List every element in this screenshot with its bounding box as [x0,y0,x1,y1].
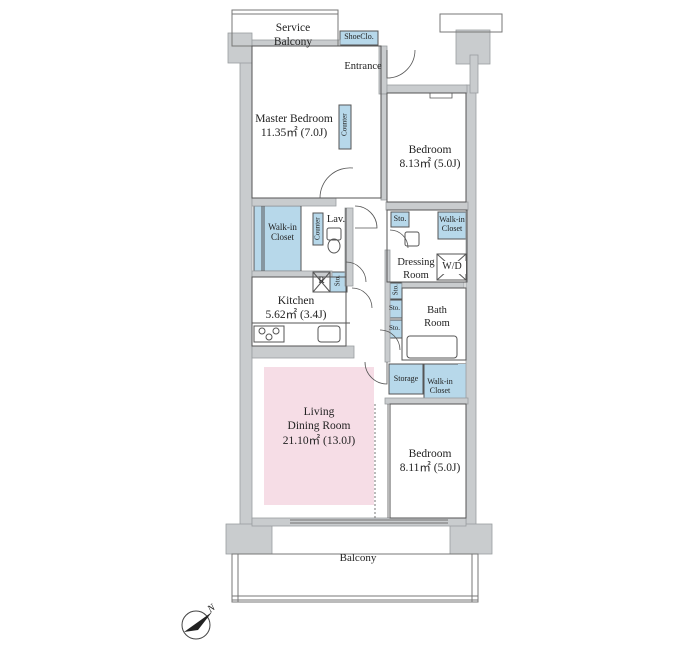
entrance-label: Entrance [344,61,382,72]
storage-mid-area [388,363,424,395]
walkin-left-line1: Walk-in [268,222,297,232]
storage-small-3-label: Sto. [388,324,401,332]
storage-kitchen-label: Sto. [333,275,342,287]
master-bedroom-name: Master Bedroom [255,113,333,125]
walkin-lower-line2: Closet [429,385,451,395]
walkin-left-line2: Closet [270,231,294,242]
walkin-left-label: Walk-in Closet [264,222,301,243]
walkin-lower-strip [458,364,467,404]
refrigerator-label: R [318,275,325,285]
walkin-upper-right-line1: Walk-in [439,215,465,224]
master-bedroom-area: 11.35㎡ (7.0J) [260,127,328,140]
bedroom-1-label: Bedroom 8.13㎡ (5.0J) [388,143,472,172]
living-line1: Living [303,406,335,418]
bath-room-line2: Room [424,318,450,330]
bath-room-label: Bath Room [417,304,457,330]
storage-small-1-label: Sto. [391,284,400,296]
bedroom-1-name: Bedroom [408,144,452,156]
living-line2: Dining Room [287,420,351,433]
washer-dryer-label: W/D [438,261,466,274]
service-balcony-line2: Balcony [273,36,313,49]
master-bedroom-label: Master Bedroom 11.35㎡ (7.0J) [246,112,342,141]
balcony-label: Balcony [339,552,377,564]
walkin-lower-line1: Walk-in [427,377,453,386]
counter-label: Counter [340,113,349,136]
walkin-lower-label: Walk-in Closet [424,377,456,396]
bedroom-2-name: Bedroom [408,448,452,460]
walkin-upper-right-label: Walk-in Closet [436,215,468,234]
storage-upper-label: Sto. [393,214,407,223]
bedroom-2-label: Bedroom 8.11㎡ (5.0J) [390,447,470,476]
storage-upper-area [390,211,410,228]
counter-area [338,104,352,150]
balcony-outlines [231,9,503,603]
living-room-area [264,367,374,505]
dressing-room-line2: Room [403,270,429,282]
lavatory-label: Lav. [326,214,346,225]
counter-small-label: Counter [313,217,322,240]
walkin-closet-upper-right-area [437,211,467,240]
bedroom-2-area: 8.11㎡ (5.0J) [399,462,461,475]
kitchen-area: 5.62㎡ (3.4J) [265,309,327,322]
bath-room-line1: Bath [427,305,447,316]
dressing-room-label: Dressing Room [392,256,440,282]
kitchen-name: Kitchen [277,295,315,307]
living-dining-label: Living Dining Room 21.10㎡ (13.0J) [256,405,382,448]
compass [181,610,212,640]
service-balcony-line1: Service [275,22,311,34]
shoe-closet-area [339,30,379,46]
dressing-room-line1: Dressing [397,257,435,268]
kitchen-label: Kitchen 5.62㎡ (3.4J) [253,294,339,323]
service-balcony-label: Service Balcony [263,21,323,50]
living-area: 21.10㎡ (13.0J) [282,434,356,447]
walkin-upper-right-line2: Closet [441,223,463,233]
bedroom-1-area: 8.13㎡ (5.0J) [399,158,461,171]
counter-small-area [312,212,324,246]
door-swings [290,49,453,524]
storage-small-2-label: Sto. [388,304,401,312]
shoe-closet-label: ShoeClo. [344,32,374,41]
storage-mid-label: Storage [393,374,419,383]
